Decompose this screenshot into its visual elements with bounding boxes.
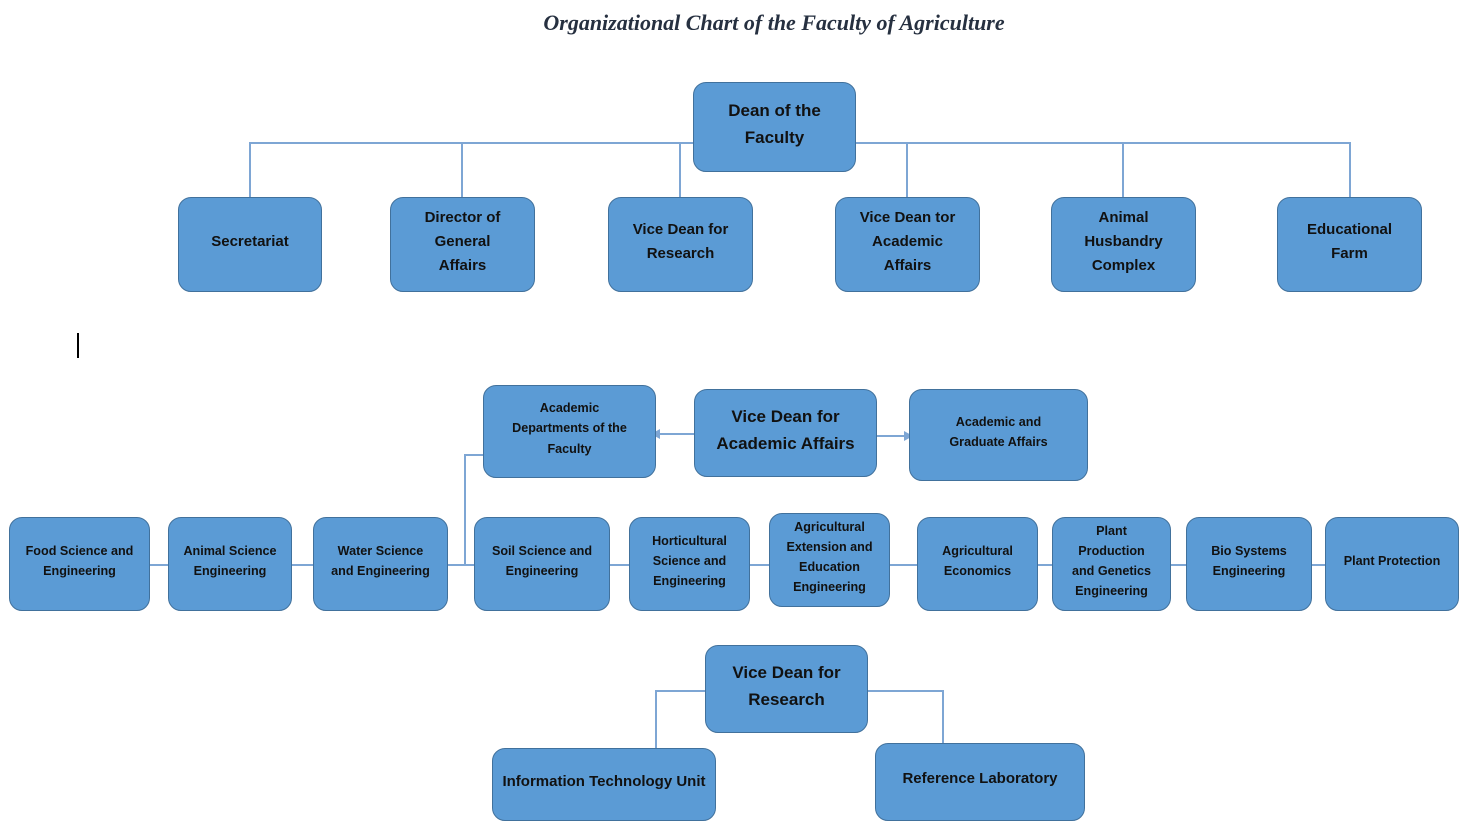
connector-research-to-itu-v <box>655 690 657 748</box>
org-box-label: Food Science and Engineering <box>25 543 134 578</box>
org-box-label: Reference Laboratory <box>902 770 1058 787</box>
org-box-label: Director of General Affairs <box>424 208 501 274</box>
org-box-animal-husbandry-complex: Animal Husbandry Complex <box>1051 197 1196 292</box>
connector-departments-row <box>1038 564 1052 566</box>
org-box-bio-systems-engineering: Bio Systems Engineering <box>1186 517 1312 611</box>
connector-research-to-itu-h <box>655 690 705 692</box>
org-box-agricultural-economics: Agricultural Economics <box>917 517 1038 611</box>
org-box-label: Vice Dean tor Academic Affairs <box>859 208 956 274</box>
connector-academic-departments-elbow-h <box>464 454 483 456</box>
org-box-educational-farm: Educational Farm <box>1277 197 1422 292</box>
org-box-vice-dean-academic-affairs-detail: Vice Dean for Academic Affairs <box>694 389 877 477</box>
org-box-reference-laboratory: Reference Laboratory <box>875 743 1085 821</box>
org-box-animal-science: Animal Science Engineering <box>168 517 292 611</box>
org-box-label: Water Science and Engineering <box>331 543 430 578</box>
connector-drop-educational-farm <box>1349 142 1351 197</box>
connector-drop-animal-husbandry <box>1122 142 1124 197</box>
org-box-director-general-affairs: Director of General Affairs <box>390 197 535 292</box>
org-box-vice-dean-research: Vice Dean for Research <box>608 197 753 292</box>
connector-research-to-reflab-h <box>868 690 943 692</box>
org-box-label: Plant Production and Genetics Engineerin… <box>1071 523 1152 599</box>
connector-departments-row <box>890 564 917 566</box>
org-box-label: Animal Husbandry Complex <box>1084 208 1163 274</box>
org-box-label: Soil Science and Engineering <box>491 543 593 578</box>
text-cursor-artifact <box>77 333 79 358</box>
org-box-label: Plant Protection <box>1343 553 1441 568</box>
connector-departments-row <box>750 564 769 566</box>
org-box-label: Agricultural Extension and Education Eng… <box>786 519 873 595</box>
connector-drop-director <box>461 142 463 197</box>
org-box-label: Bio Systems Engineering <box>1211 543 1287 578</box>
org-box-plant-protection: Plant Protection <box>1325 517 1459 611</box>
connector-departments-row <box>150 564 168 566</box>
org-box-secretariat: Secretariat <box>178 197 322 292</box>
connector-drop-vice-dean-academic <box>906 142 908 197</box>
org-box-label: Dean of the Faculty <box>728 100 821 147</box>
org-box-dean-of-the-faculty: Dean of the Faculty <box>693 82 856 172</box>
org-box-soil-science: Soil Science and Engineering <box>474 517 610 611</box>
org-box-information-technology-unit: Information Technology Unit <box>492 748 716 821</box>
org-box-plant-production-genetics: Plant Production and Genetics Engineerin… <box>1052 517 1171 611</box>
org-box-label: Agricultural Economics <box>942 543 1013 578</box>
connector-drop-vice-dean-research <box>679 142 681 197</box>
org-box-label: Vice Dean for Research <box>732 662 841 709</box>
connector-departments-row <box>448 564 474 566</box>
org-box-label: Vice Dean for Academic Affairs <box>716 406 855 453</box>
org-box-label: Secretariat <box>211 232 289 250</box>
org-box-academic-graduate-affairs: Academic and Graduate Affairs <box>909 389 1088 481</box>
connector-drop-secretariat <box>249 142 251 197</box>
org-box-label: Academic and Graduate Affairs <box>949 414 1048 449</box>
connector-academic-departments-elbow-v <box>464 454 466 566</box>
connector-departments-row <box>1312 564 1325 566</box>
org-box-label: Information Technology Unit <box>502 772 706 790</box>
org-box-horticultural-science: Horticultural Science and Engineering <box>629 517 750 611</box>
connector-research-to-reflab-v <box>942 690 944 743</box>
org-box-academic-departments: Academic Departments of the Faculty <box>483 385 656 478</box>
arrowhead-right-icon <box>904 431 913 441</box>
org-box-vice-dean-academic-affairs: Vice Dean tor Academic Affairs <box>835 197 980 292</box>
org-box-food-science: Food Science and Engineering <box>9 517 150 611</box>
org-box-label: Animal Science Engineering <box>183 543 277 578</box>
org-box-label: Horticultural Science and Engineering <box>652 533 727 589</box>
org-box-water-science: Water Science and Engineering <box>313 517 448 611</box>
org-box-agricultural-extension: Agricultural Extension and Education Eng… <box>769 513 890 607</box>
org-box-label: Educational Farm <box>1306 220 1392 262</box>
connector-departments-row <box>610 564 629 566</box>
chart-title: Organizational Chart of the Faculty of A… <box>543 10 1005 35</box>
org-box-label: Vice Dean for Research <box>632 220 729 262</box>
org-box-vice-dean-research-detail: Vice Dean for Research <box>705 645 868 733</box>
connector-departments-row <box>292 564 313 566</box>
connector-departments-row <box>1171 564 1186 566</box>
arrow-to-academic-departments <box>660 433 694 435</box>
org-box-label: Academic Departments of the Faculty <box>512 401 627 456</box>
arrow-to-academic-graduate-affairs <box>877 435 907 437</box>
